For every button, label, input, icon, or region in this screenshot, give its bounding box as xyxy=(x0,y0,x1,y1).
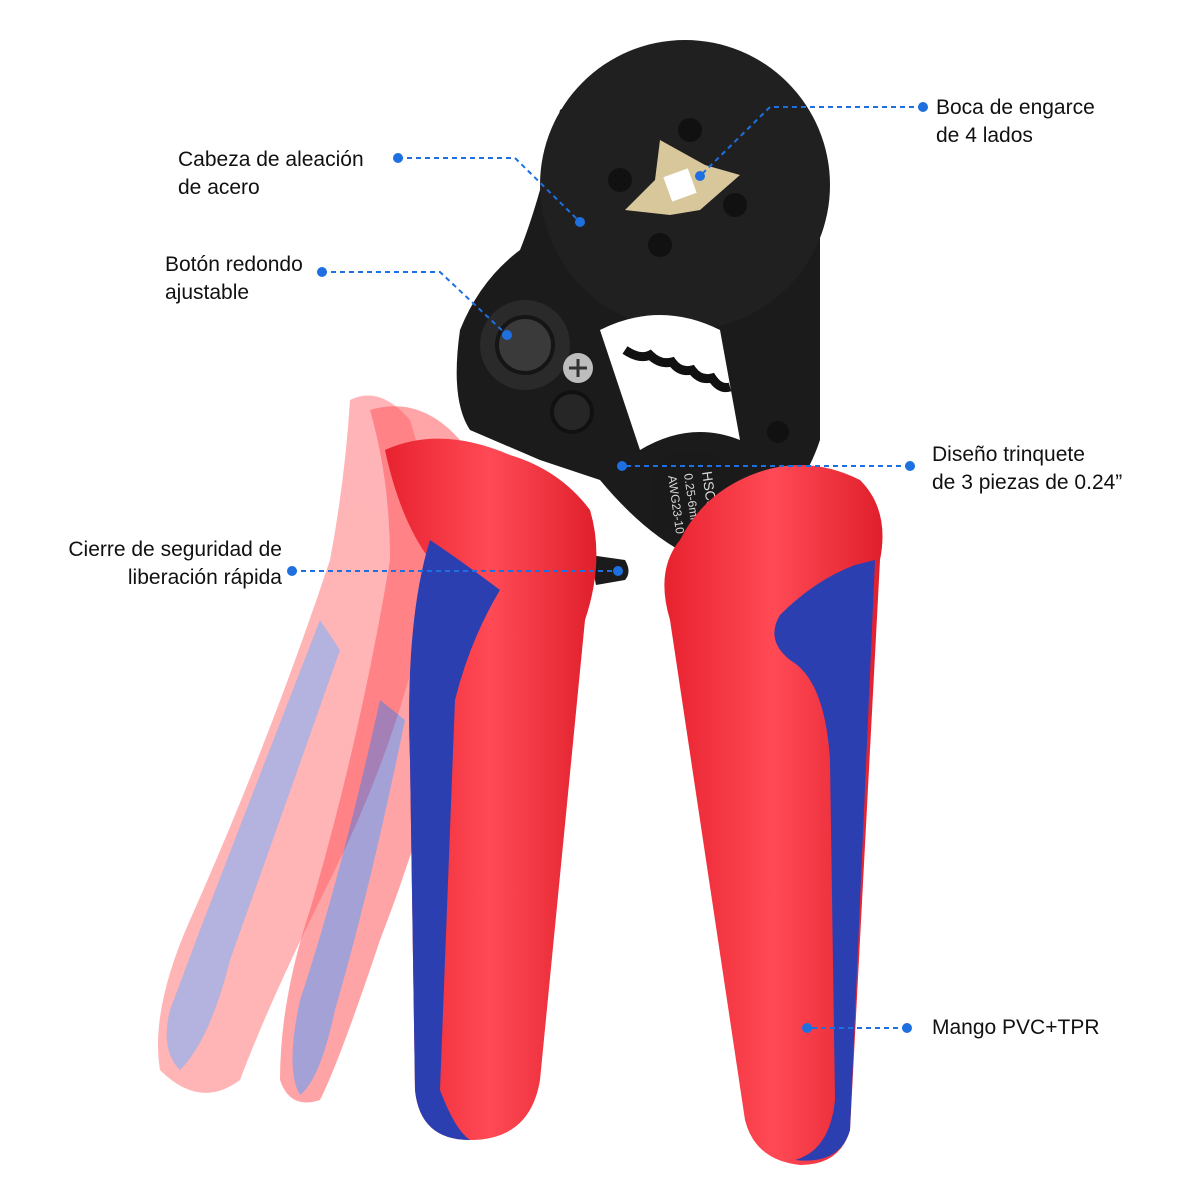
callout-lock-line1: Cierre de seguridad de xyxy=(68,538,282,561)
callout-ratchet-line2: de 3 piezas de 0.24” xyxy=(932,471,1123,494)
callout-dots xyxy=(287,102,928,1033)
callout-ratchet-line1: Diseño trinquete xyxy=(932,443,1085,466)
callout-head-line2: de acero xyxy=(178,176,260,199)
spring-icon xyxy=(622,346,732,393)
callout-handle: Mango PVC+TPR xyxy=(932,1014,1100,1042)
callout-knob-line1: Botón redondo xyxy=(165,253,303,276)
callout-lock: Cierre de seguridad de liberación rápida xyxy=(68,536,282,592)
callout-jaw: Boca de engarce de 4 lados xyxy=(936,94,1095,150)
callout-knob-line2: ajustable xyxy=(165,281,250,304)
callout-ratchet: Diseño trinquete de 3 piezas de 0.24” xyxy=(932,441,1122,497)
callout-handle-line1: Mango PVC+TPR xyxy=(932,1016,1100,1039)
callout-head-line1: Cabeza de aleación xyxy=(178,148,364,171)
callout-lines xyxy=(292,106,923,1029)
leader-knob xyxy=(322,271,508,336)
left-handle xyxy=(385,438,597,1140)
right-handle xyxy=(664,465,883,1165)
callout-jaw-line1: Boca de engarce xyxy=(936,96,1095,119)
callout-knob: Botón redondo ajustable xyxy=(165,251,303,307)
callout-head: Cabeza de aleación de acero xyxy=(178,146,364,202)
adjustable-knob xyxy=(480,300,789,443)
leader-jaw xyxy=(699,106,923,177)
crimp-jaw xyxy=(608,118,747,257)
leader-head xyxy=(398,157,581,223)
callout-lock-line2: liberación rápida xyxy=(127,566,282,589)
ghost-handle-far xyxy=(158,395,440,1093)
callout-jaw-line2: de 4 lados xyxy=(936,124,1033,147)
